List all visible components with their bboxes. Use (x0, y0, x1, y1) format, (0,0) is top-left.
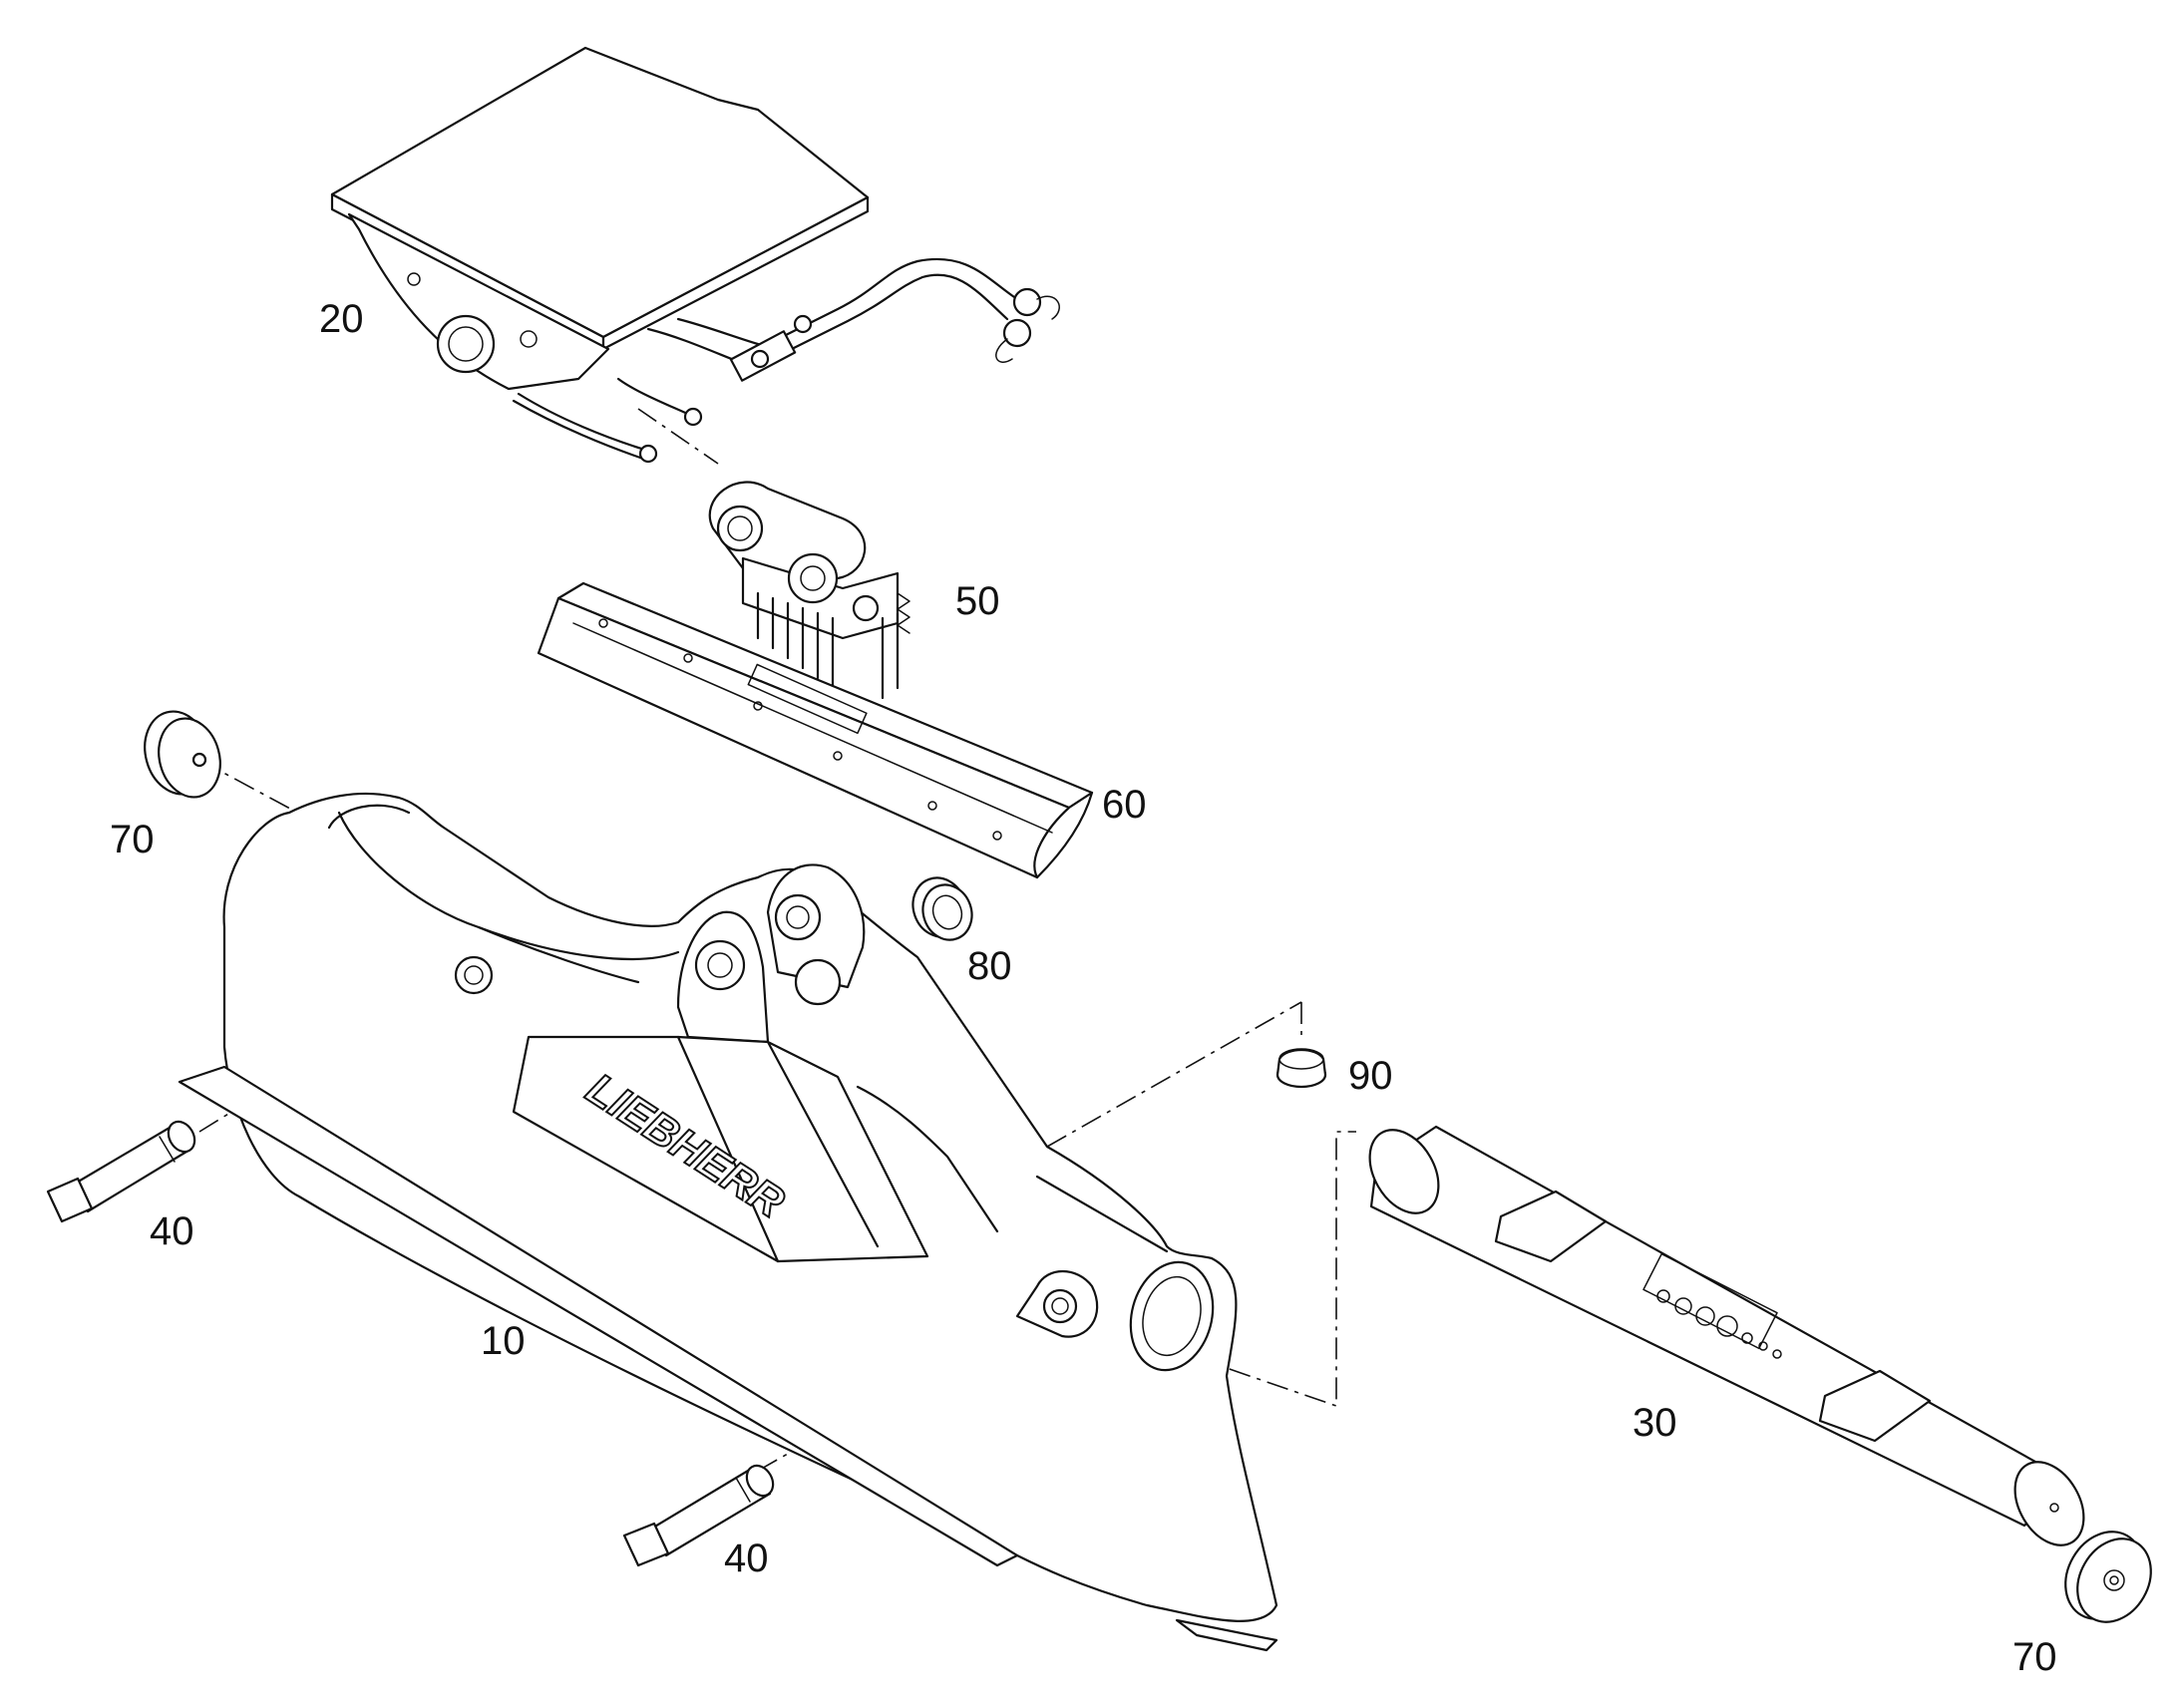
part-70-cap-right (2064, 1531, 2152, 1623)
part-40-pin-upper (46, 1120, 196, 1223)
adapter-bolts (756, 591, 910, 700)
callout-40-lower: 40 (724, 1537, 769, 1580)
callout-70-right: 70 (2012, 1635, 2057, 1679)
callout-labels: 20 50 60 70 80 90 40 10 30 40 70 (110, 297, 2057, 1679)
part-40-pin-lower (622, 1464, 775, 1567)
callout-30: 30 (1633, 1401, 1677, 1445)
part-10-bucket: LIEBHERR (178, 792, 1278, 1652)
callout-60: 60 (1102, 783, 1147, 827)
callout-70-left: 70 (110, 818, 155, 861)
part-20-coupler-plate (330, 46, 1060, 464)
callout-40-upper: 40 (150, 1209, 194, 1253)
part-50-adapter (708, 481, 910, 700)
callout-50: 50 (955, 579, 1000, 623)
part-80-bushing (911, 876, 973, 941)
part-90-plug (1275, 1048, 1327, 1089)
callout-10: 10 (481, 1319, 526, 1363)
part-30-shaft (1368, 1125, 2085, 1546)
callout-80: 80 (967, 944, 1012, 988)
part-60-wear-strip (537, 581, 1094, 879)
part-70-cap-left (144, 710, 221, 799)
callout-20: 20 (319, 297, 364, 341)
callout-90: 90 (1348, 1054, 1393, 1098)
